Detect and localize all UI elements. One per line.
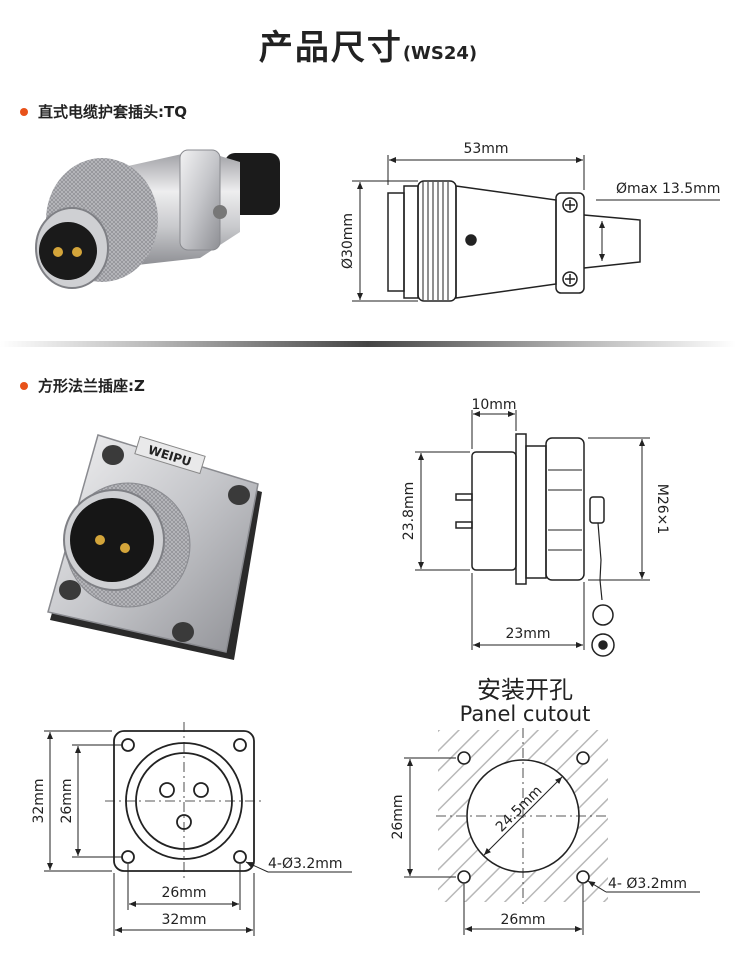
front-contact-2: [193, 782, 209, 798]
plug-cable-outline: [583, 214, 641, 269]
dim-cutout-dia: [483, 776, 563, 856]
front-inner-width-label: 26mm: [161, 885, 206, 901]
chain-eyelet-icon: [591, 633, 615, 657]
cutout-hole-4: [576, 870, 590, 884]
socket-flange-side: [515, 433, 527, 585]
socket-front-drawing: [44, 722, 352, 936]
section-socket-heading: 方形法兰插座:Z: [20, 375, 145, 396]
cutout-horizontal-label: 26mm: [500, 912, 545, 928]
flange-hole-2: [228, 485, 250, 505]
socket-shoulder: [525, 445, 547, 579]
plug-face: [39, 222, 97, 280]
plug-clamp: [179, 149, 221, 251]
plug-pin-1: [53, 247, 63, 257]
section-plug-heading: 直式电缆护套插头:TQ: [20, 101, 187, 122]
clamp-screw-bottom-icon: [562, 271, 578, 287]
socket-rear-body: [471, 451, 517, 571]
front-outer-ring: [125, 742, 243, 860]
cutout-title-en: Panel cutout: [459, 702, 591, 726]
cap-chain: [597, 522, 603, 601]
flange-hole-3: [59, 580, 81, 600]
cutout-hole-2: [576, 751, 590, 765]
cap-hinge: [589, 496, 605, 524]
socket-depth-label: 23mm: [505, 626, 550, 642]
cutout-holes-label: 4- Ø3.2mm: [608, 876, 687, 892]
cutout-drawing: [404, 728, 700, 935]
plug-drawing: [352, 155, 720, 302]
front-inner-height-label: 26mm: [59, 778, 75, 823]
plug-coupling-nut: [417, 180, 457, 302]
cutout-vertical-label: 26mm: [390, 794, 406, 839]
flange-hole-4: [172, 622, 194, 642]
plug-front-step: [387, 192, 405, 292]
flange-hole-1: [102, 445, 124, 465]
front-mount-hole-2: [233, 738, 247, 752]
socket-pin-1: [95, 535, 105, 545]
front-mount-hole-1: [121, 738, 135, 752]
clamp-screw-icon: [213, 205, 227, 219]
front-mount-hole-4: [233, 850, 247, 864]
section-divider: [0, 341, 736, 347]
front-outer-width-label: 32mm: [161, 912, 206, 928]
socket-face: [70, 498, 154, 582]
socket-thread-label: M26×1: [654, 484, 670, 535]
title-model: (WS24): [402, 43, 478, 64]
cutout-hole-1: [457, 751, 471, 765]
title-main: 产品尺寸: [258, 28, 403, 68]
cutout-hole-3: [457, 870, 471, 884]
chain-ring-icon: [592, 604, 614, 626]
front-holes-label: 4-Ø3.2mm: [268, 856, 343, 872]
bullet-dot-icon: [20, 107, 28, 116]
socket-photo: WEIPU: [47, 434, 262, 660]
plug-pin-2: [72, 247, 82, 257]
section-plug-label: 直式电缆护套插头:TQ: [38, 103, 187, 121]
socket-pin-2: [120, 543, 130, 553]
front-outer-height-label: 32mm: [31, 778, 47, 823]
clamp-screw-top-icon: [562, 197, 578, 213]
socket-height-label: 23.8mm: [401, 482, 417, 540]
plug-cable-dia-label: Ømax 13.5mm: [616, 181, 720, 197]
socket-flange-offset-label: 10mm: [471, 397, 516, 413]
page-title: 产品尺寸(WS24): [0, 20, 736, 69]
socket-side-drawing: [415, 410, 650, 657]
plug-photo: [35, 149, 280, 289]
front-contact-1: [159, 782, 175, 798]
plug-length-label: 53mm: [463, 141, 508, 157]
cutout-title-cn: 安装开孔: [477, 676, 573, 704]
front-mount-hole-3: [121, 850, 135, 864]
brand-plate: [134, 435, 206, 475]
bullet-dot-icon: [20, 381, 28, 390]
cutout-hole-leader: [587, 880, 607, 893]
plug-set-screw-icon: [465, 234, 477, 246]
solder-pin-1: [455, 493, 473, 501]
hole-leader: [245, 861, 269, 873]
solder-pin-2: [455, 521, 473, 529]
plug-step-2: [403, 185, 419, 299]
plug-body-dia-label: Ø30mm: [340, 213, 356, 269]
section-socket-label: 方形法兰插座:Z: [38, 377, 145, 395]
socket-cap-nut: [545, 437, 585, 581]
plug-clamp-outline: [555, 192, 585, 294]
